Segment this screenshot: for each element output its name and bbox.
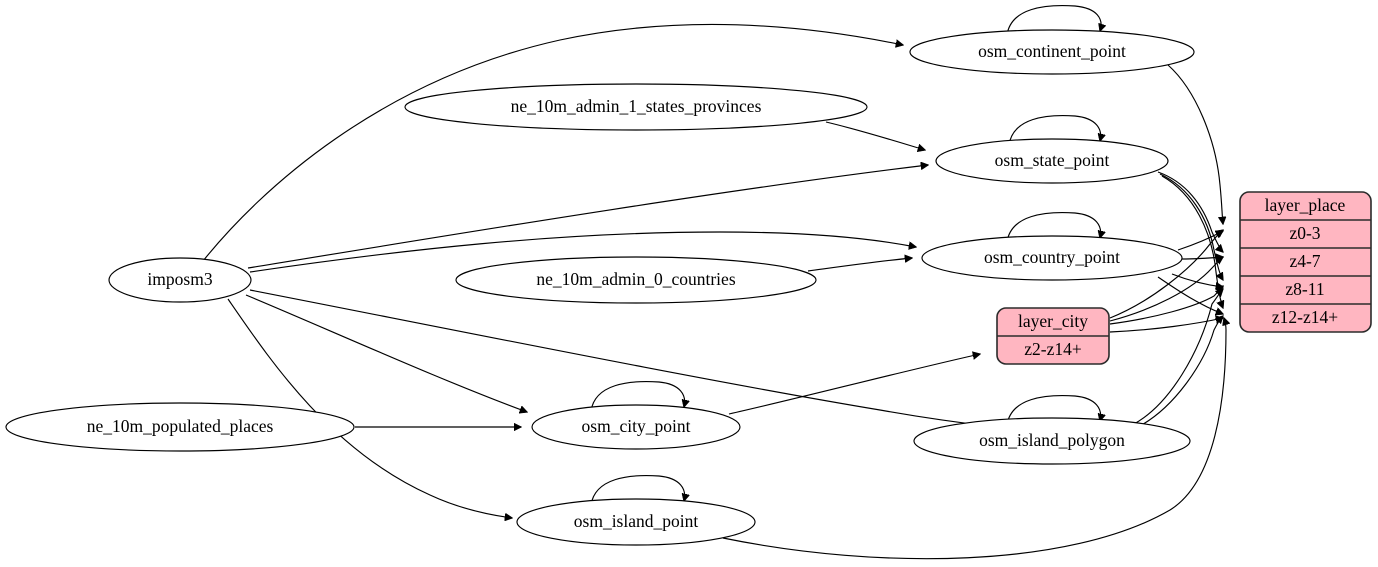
selfloop-osm-state-point (1008, 115, 1101, 146)
node-imposm3-label: imposm3 (147, 269, 212, 289)
layer-place-row-z0-3[interactable]: z0-3 (1289, 223, 1320, 243)
edge-osm-country-point-to-layer-place-z12-z14 (1157, 276, 1223, 314)
selfloop-osm-island-point (590, 475, 685, 506)
node-ne-populated-label: ne_10m_populated_places (87, 416, 274, 436)
node-osm-state-point-label: osm_state_point (995, 150, 1110, 170)
selfloop-osm-country-point (1006, 212, 1101, 243)
layer-place-row-z12-z14[interactable]: z12-z14+ (1272, 307, 1338, 327)
node-osm-city-point[interactable]: osm_city_point (531, 404, 741, 450)
node-osm-continent-point[interactable]: osm_continent_point (909, 29, 1195, 75)
node-layer-place-box[interactable] (1239, 191, 1372, 333)
node-osm-continent-point-shape[interactable] (909, 29, 1195, 75)
node-layer-city[interactable]: layer_city z2-z14+ (996, 307, 1110, 365)
node-ne-countries-shape[interactable] (455, 256, 817, 304)
edge-osm-island-polygon-to-layer-place-z12-z14 (1137, 316, 1223, 428)
layer-city-row-title: layer_city (1018, 311, 1088, 331)
edge-imposm3-to-osm-state-point (247, 165, 928, 269)
edge-osm-state-point-to-layer-place-z4-7 (1157, 171, 1223, 252)
edge-osm-state-point-to-layer-place-z12-z14 (1161, 175, 1223, 308)
edge-layer-city-to-layer-place-z12-z14 (1109, 318, 1223, 333)
edge-layer-city-to-layer-place-z8-11 (1109, 286, 1223, 325)
node-osm-state-point[interactable]: osm_state_point (935, 138, 1169, 184)
edge-osm-country-point-to-layer-place-z4-7 (1181, 257, 1223, 259)
node-ne-states-label: ne_10m_admin_1_states_provinces (511, 96, 762, 116)
node-osm-island-point-label: osm_island_point (574, 511, 699, 531)
edge-imposm3-to-osm-city-point (245, 294, 527, 412)
edge-osm-state-point-to-layer-place-z8-11 (1159, 173, 1223, 280)
node-ne-populated-shape[interactable] (5, 402, 355, 452)
node-osm-state-point-shape[interactable] (935, 138, 1169, 184)
edge-osm-continent-point-to-layer-place-z0-3 (1167, 64, 1223, 224)
layer-place-row-z8-11[interactable]: z8-11 (1285, 279, 1324, 299)
node-osm-country-point[interactable]: osm_country_point (921, 235, 1183, 281)
node-osm-city-point-label: osm_city_point (582, 416, 691, 436)
edge-ne-countries-to-osm-country-point (807, 258, 912, 272)
edge-layer (202, 5, 1226, 560)
node-ne-10m-populated-places[interactable]: ne_10m_populated_places (5, 402, 355, 452)
selfloop-osm-city-point (590, 381, 685, 412)
edge-layer-city-to-layer-place-z0-3 (1109, 230, 1223, 319)
edge-osm-island-point-to-layer-place-z12-z14 (722, 318, 1226, 560)
node-layer-place[interactable]: layer_place z0-3 z4-7 z8-11 z12-z14+ (1239, 191, 1372, 333)
edge-imposm3-to-osm-island-point (227, 298, 512, 518)
node-osm-city-point-shape[interactable] (531, 404, 741, 450)
edge-imposm3-to-osm-continent-point (202, 23, 903, 262)
node-osm-island-polygon-shape[interactable] (913, 417, 1191, 465)
node-ne-10m-admin-0-countries[interactable]: ne_10m_admin_0_countries (455, 256, 817, 304)
node-ne-countries-label: ne_10m_admin_0_countries (536, 269, 735, 289)
node-ne-10m-admin-1-states-provinces[interactable]: ne_10m_admin_1_states_provinces (404, 83, 868, 131)
edge-imposm3-to-osm-country-point (249, 231, 916, 273)
edge-layer-city-to-layer-place-z4-7 (1109, 257, 1223, 322)
selfloop-osm-continent-point (1006, 5, 1101, 36)
node-osm-continent-point-label: osm_continent_point (978, 41, 1126, 61)
edge-imposm3-to-osm-island-polygon (249, 289, 996, 427)
node-osm-island-point-shape[interactable] (516, 498, 756, 546)
node-imposm3[interactable]: imposm3 (108, 257, 252, 303)
node-layer: imposm3 ne_10m_admin_1_states_provinces … (5, 29, 1195, 546)
record-layer: layer_city z2-z14+ layer_place z0-3 z4-7… (996, 191, 1372, 365)
node-ne-states-shape[interactable] (404, 83, 868, 131)
edge-ne-states-to-osm-state-point (825, 121, 925, 150)
node-osm-island-polygon[interactable]: osm_island_polygon (913, 417, 1191, 465)
node-osm-island-polygon-label: osm_island_polygon (979, 430, 1125, 450)
node-osm-country-point-label: osm_country_point (984, 247, 1120, 267)
selfloop-osm-island-polygon (1006, 395, 1101, 426)
layer-city-row-z2-z14[interactable]: z2-z14+ (1024, 339, 1082, 359)
layer-place-row-title: layer_place (1265, 195, 1346, 215)
layer-place-row-z4-7[interactable]: z4-7 (1289, 251, 1320, 271)
edge-osm-island-polygon-to-layer-place-z8-11 (1133, 289, 1223, 425)
node-imposm3-shape[interactable] (108, 257, 252, 303)
node-osm-island-point[interactable]: osm_island_point (516, 498, 756, 546)
edge-osm-city-point-to-layer-city (728, 354, 980, 415)
node-osm-country-point-shape[interactable] (921, 235, 1183, 281)
